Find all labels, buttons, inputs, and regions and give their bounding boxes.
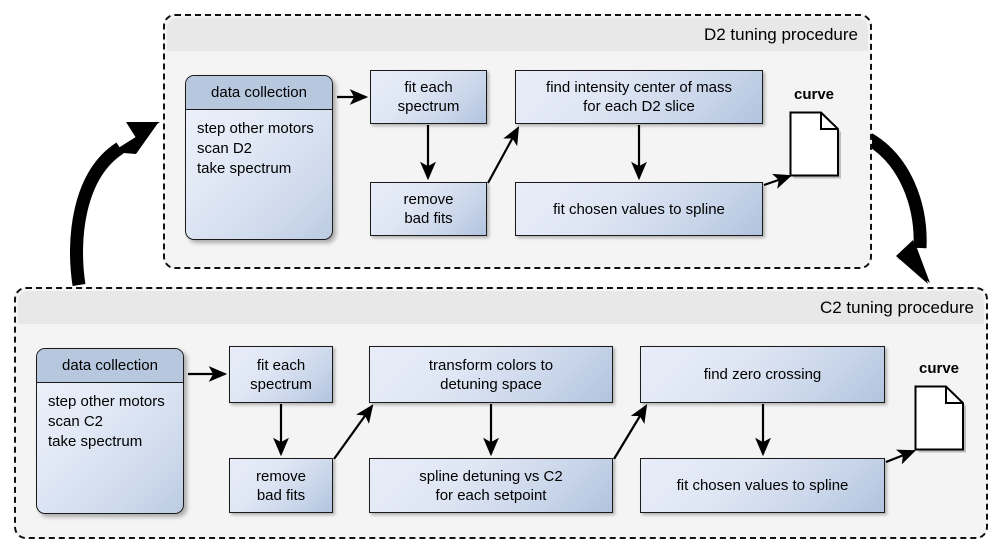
c2-procedure-header: C2 tuning procedure <box>18 291 984 324</box>
c2-transform-colors-box[interactable]: transform colors to detuning space <box>369 346 613 403</box>
c2-fit-each-spectrum-line-2: spectrum <box>250 375 312 393</box>
c2-dc-line-1: step other motors <box>48 393 165 410</box>
c2-find-zero-crossing-label: find zero crossing <box>703 366 822 383</box>
c2-curve-label: curve <box>918 360 960 377</box>
c2-remove-bad-fits-line-2: bad fits <box>256 486 306 504</box>
d2-data-collection-body: step other motors scan D2 take spectrum <box>186 110 332 179</box>
d2-data-collection-header: data collection <box>186 76 332 110</box>
c2-spline-detuning-line-2: for each setpoint <box>435 486 547 504</box>
c2-data-collection-header: data collection <box>37 349 183 383</box>
c2-transform-colors-line-1: transform colors to <box>428 356 554 374</box>
c2-remove-bad-fits-line-1: remove <box>255 467 307 485</box>
c2-procedure-title: C2 tuning procedure <box>819 297 974 317</box>
d2-remove-bad-fits-line-2: bad fits <box>404 210 453 227</box>
d2-dc-line-1: step other motors <box>197 120 314 137</box>
c2-spline-detuning-box[interactable]: spline detuning vs C2 for each setpoint <box>369 458 613 513</box>
c2-data-collection-body: step other motors scan C2 take spectrum <box>37 383 183 452</box>
d2-dc-line-2: scan D2 <box>197 140 253 157</box>
c2-remove-bad-fits-box[interactable]: remove bad fits <box>229 458 333 513</box>
d2-center-of-mass-line-2: for each D2 slice <box>583 98 695 115</box>
d2-procedure-title: D2 tuning procedure <box>703 24 858 44</box>
c2-curve-document-icon <box>912 380 968 471</box>
d2-curve-label: curve <box>793 86 835 103</box>
loop-arrow-left <box>70 122 160 286</box>
c2-fit-each-spectrum-line-1: fit each <box>256 356 306 374</box>
c2-dc-line-2: scan C2 <box>48 413 104 430</box>
c2-fit-spline-box[interactable]: fit chosen values to spline <box>640 458 885 513</box>
d2-data-collection-box[interactable]: data collection step other motors scan D… <box>185 75 333 240</box>
d2-curve-output: curve <box>783 86 845 196</box>
c2-fit-each-spectrum-box[interactable]: fit each spectrum <box>229 346 333 403</box>
d2-fit-each-spectrum-line-2: spectrum <box>397 98 460 115</box>
d2-fit-each-spectrum-line-1: fit each <box>404 79 453 96</box>
d2-remove-bad-fits-line-1: remove <box>403 191 454 208</box>
c2-fit-spline-label: fit chosen values to spline <box>676 477 849 494</box>
c2-spline-detuning-line-1: spline detuning vs C2 <box>419 467 563 485</box>
c2-find-zero-crossing-box[interactable]: find zero crossing <box>640 346 885 403</box>
c2-dc-line-3: take spectrum <box>48 433 143 450</box>
d2-fit-each-spectrum-box[interactable]: fit each spectrum <box>370 70 487 124</box>
c2-transform-colors-line-2: detuning space <box>440 375 542 393</box>
c2-curve-output: curve <box>908 360 970 470</box>
d2-fit-spline-label: fit chosen values to spline <box>553 200 725 218</box>
d2-center-of-mass-line-1: find intensity center of mass <box>546 79 732 96</box>
d2-fit-spline-box[interactable]: fit chosen values to spline <box>515 182 763 236</box>
d2-dc-line-3: take spectrum <box>197 160 292 177</box>
d2-procedure-header: D2 tuning procedure <box>167 18 868 51</box>
c2-data-collection-box[interactable]: data collection step other motors scan C… <box>36 348 184 514</box>
d2-curve-document-icon <box>787 106 843 197</box>
d2-remove-bad-fits-box[interactable]: remove bad fits <box>370 182 487 236</box>
d2-center-of-mass-box[interactable]: find intensity center of mass for each D… <box>515 70 763 124</box>
loop-arrow-right <box>865 133 930 284</box>
